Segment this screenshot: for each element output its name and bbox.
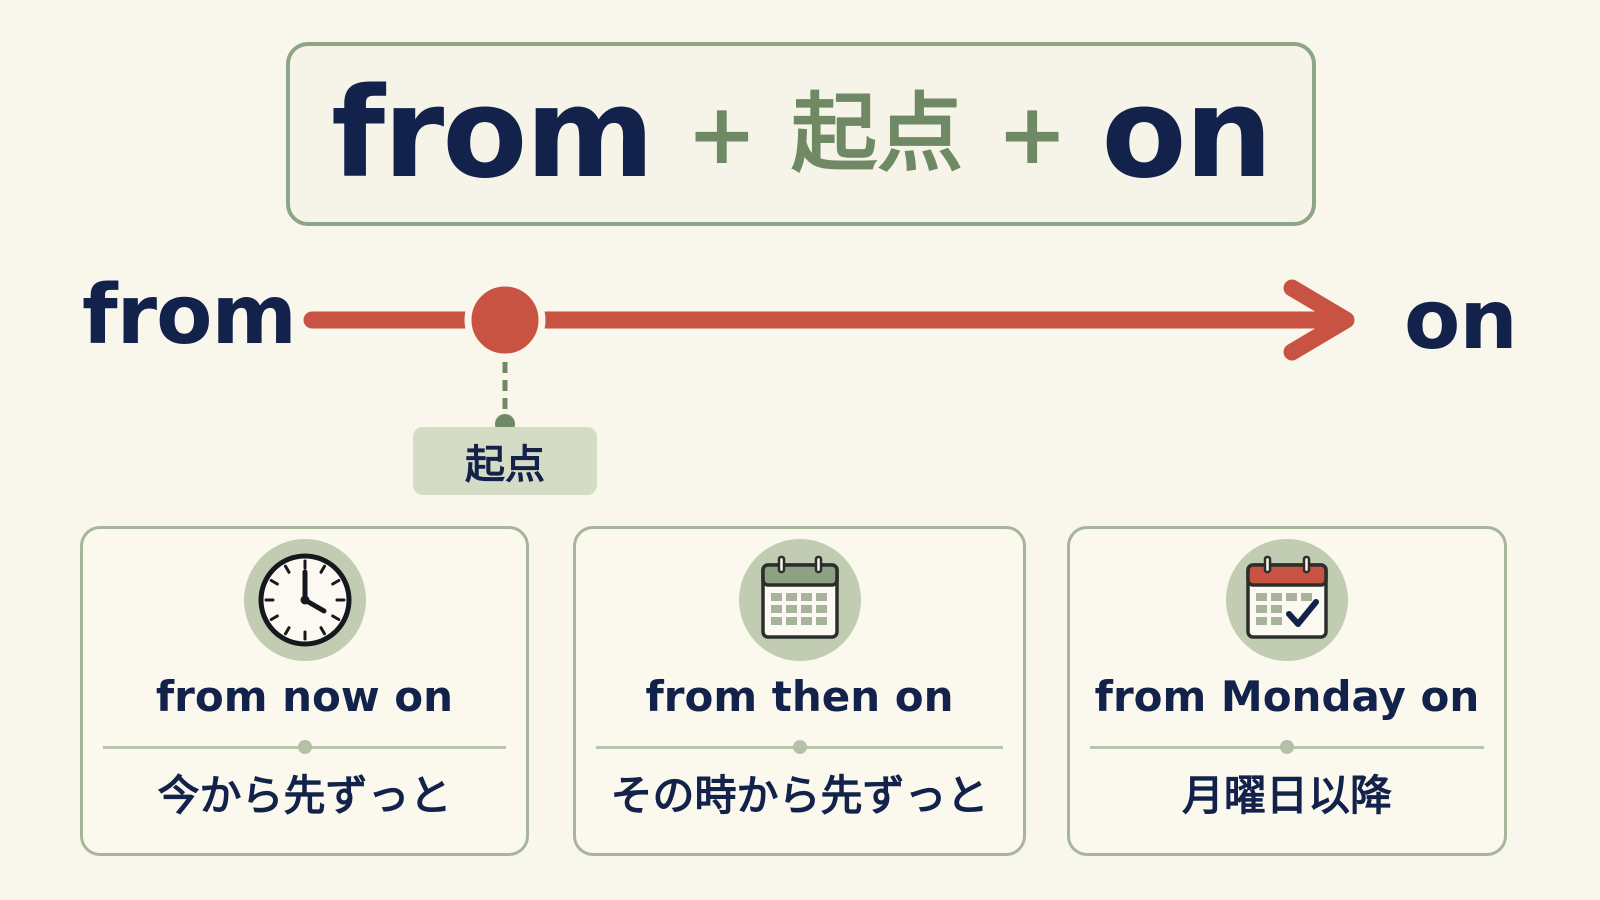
clock-icon: [243, 539, 366, 661]
calendar-check-icon: [1226, 539, 1348, 661]
formula-from: from: [331, 62, 654, 206]
timeline-from-label: from: [82, 268, 297, 363]
timeline-arrow-head: [1283, 279, 1355, 361]
card-phrase: from now on: [155, 672, 454, 721]
formula-box: from + 起点 + on: [286, 42, 1316, 226]
formula-start-point: 起点: [791, 84, 964, 184]
card-phrase: from then on: [645, 672, 954, 721]
formula-on: on: [1101, 62, 1272, 206]
card-meaning: 今から先ずっと: [157, 771, 452, 820]
card-divider-dot: [792, 740, 807, 754]
card-meaning: 月曜日以降: [1181, 771, 1392, 820]
calendar-icon: [738, 539, 861, 661]
card-meaning: その時から先ずっと: [610, 771, 989, 820]
formula-plus-2: +: [997, 85, 1068, 183]
example-card-monday: from Monday on 月曜日以降: [1067, 526, 1507, 856]
card-phrase: from Monday on: [1094, 672, 1480, 721]
start-point-tag: 起点: [413, 427, 597, 495]
card-divider-dot: [1280, 740, 1294, 754]
formula-plus-1: +: [686, 85, 758, 183]
card-divider-dot: [297, 740, 312, 754]
start-point-marker: [464, 279, 546, 361]
example-card-now: from now on 今から先ずっと: [80, 526, 529, 856]
timeline-on-label: on: [1404, 273, 1518, 368]
example-card-then: from then on その時から先ずっと: [573, 526, 1026, 856]
